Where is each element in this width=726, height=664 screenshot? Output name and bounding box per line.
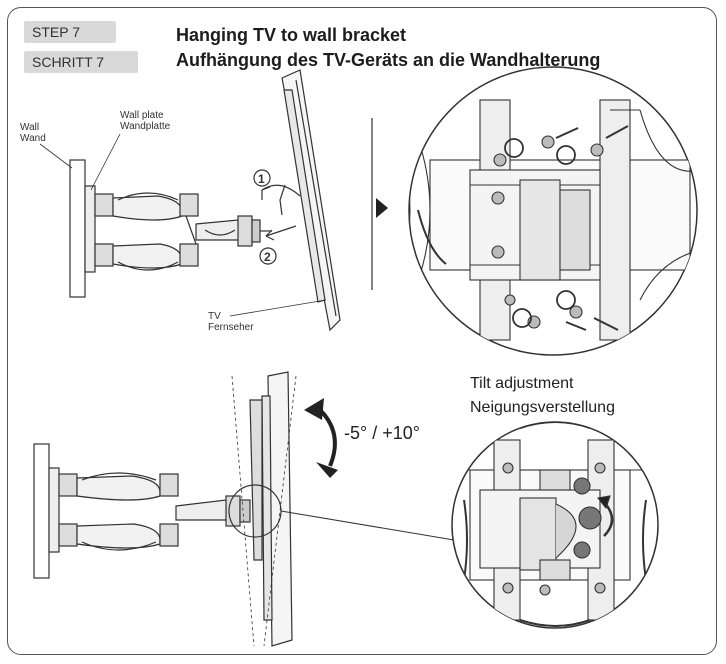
label-wall-de: Wand	[20, 133, 46, 144]
tv-side-view-bottom	[231, 371, 297, 647]
right-pointer-arrow	[376, 198, 388, 218]
label-tilt-range: -5° / +10°	[344, 423, 420, 443]
label-wall-plate-en: Wall plate	[120, 110, 164, 121]
step-one-number: 1	[258, 172, 265, 186]
wall-panel-bottom	[33, 443, 50, 579]
label-tilt-de: Neigungsverstellung	[470, 399, 615, 416]
wall-panel-top	[69, 159, 86, 298]
tilt-arrow	[304, 398, 338, 478]
straight-arrow-step-two	[265, 225, 297, 237]
zoom-connector-line	[280, 510, 455, 541]
diagram-frame	[7, 7, 717, 655]
label-wall-en: Wall	[20, 122, 40, 133]
step-badge-de: SCHRITT 7	[24, 51, 138, 73]
wall-plate-top	[84, 185, 96, 273]
step-two-marker	[259, 247, 277, 265]
tv-side-view-top	[229, 69, 341, 332]
wall-plate-leader-line	[90, 133, 121, 191]
step-one-marker	[253, 169, 271, 187]
bottom-wall-bracket-assembly	[33, 443, 251, 579]
title-en: Hanging TV to wall bracket	[176, 25, 407, 45]
tilt-knob-upper	[573, 477, 591, 495]
title-de: Aufhängung des TV-Geräts an die Wandhalt…	[176, 50, 601, 70]
top-wall-bracket-assembly	[39, 133, 272, 298]
curved-arrow-step-one	[261, 184, 301, 197]
label-tv-en: TV	[208, 311, 221, 322]
step-two-number: 2	[264, 250, 271, 264]
step-badge-en: STEP 7	[24, 21, 116, 43]
label-wall-plate-de: Wandplatte	[120, 121, 171, 132]
tv-leader-line	[229, 299, 327, 317]
detail-bottom-contents	[452, 422, 658, 627]
detail-top-contents	[409, 99, 697, 341]
tilt-knob-center	[578, 506, 602, 530]
hanging-arrows	[261, 184, 301, 241]
label-tv-de: Fernseher	[208, 322, 254, 333]
tilt-knob-lower	[573, 541, 591, 559]
label-tilt-en: Tilt adjustment	[470, 375, 574, 392]
wall-leader-line	[39, 143, 73, 169]
